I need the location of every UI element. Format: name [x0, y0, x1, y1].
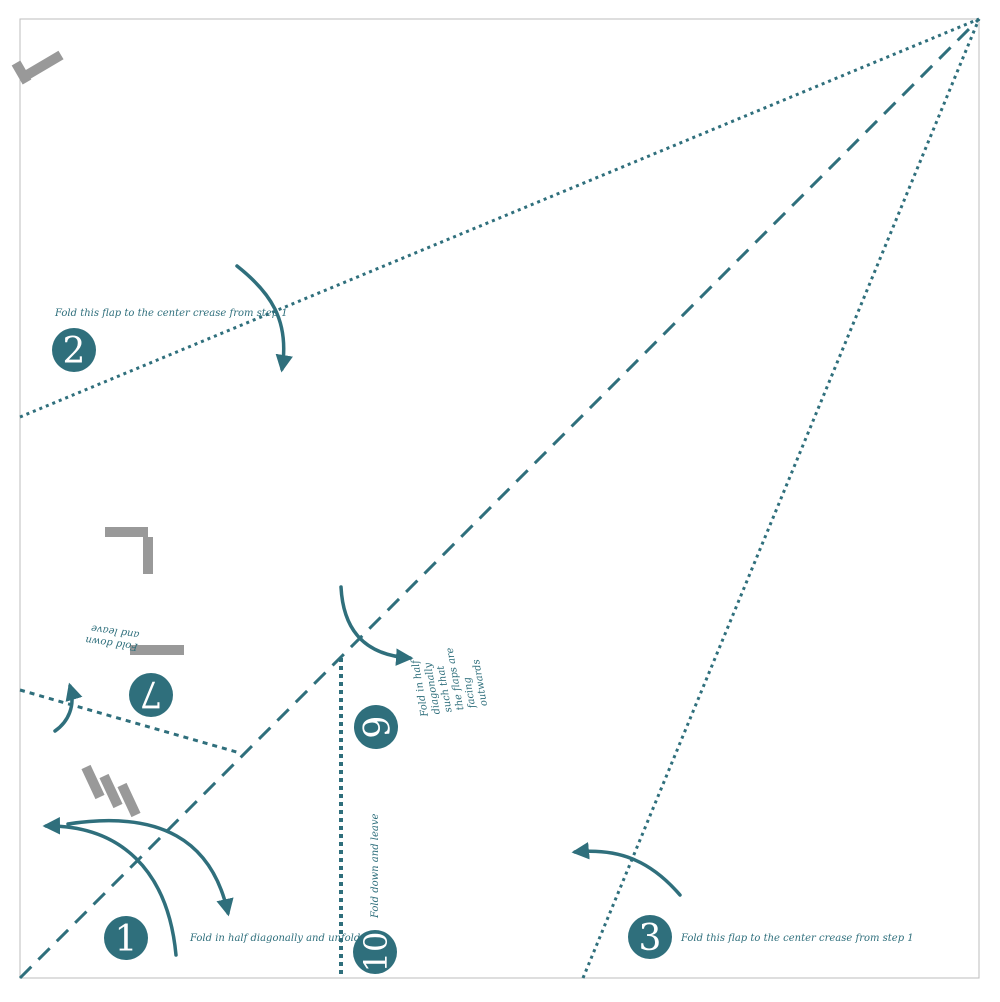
- step-instructions: Fold in half diagonally and unfold Fold …: [54, 308, 914, 944]
- step-3-instruction: Fold this flap to the center crease from…: [680, 933, 914, 944]
- step-3-number: 3: [639, 918, 662, 959]
- fold-line-step3: [581, 18, 981, 979]
- step-10-number: 10: [357, 932, 395, 973]
- arrow-step3: [571, 841, 682, 897]
- arrow-step7: [53, 682, 83, 733]
- step-2-number: 2: [63, 331, 86, 372]
- step-1-number: 1: [115, 919, 138, 960]
- step-9-badge: 9: [354, 705, 399, 749]
- corner-mark-middle: [105, 527, 153, 574]
- step-7-instruction: Fold down and leave: [82, 621, 141, 652]
- step-9-number: 9: [356, 714, 399, 740]
- corner-mark-top-left: [11, 50, 64, 85]
- arrow-step2: [235, 264, 293, 373]
- step-10-badge: 10: [353, 930, 397, 974]
- step-2-instruction: Fold this flap to the center crease from…: [54, 308, 288, 319]
- fold-arrows: [42, 264, 682, 957]
- arrow-step9: [339, 585, 414, 666]
- step-2-badge: 2: [52, 328, 96, 372]
- paper-square: [19, 18, 980, 979]
- step-7-number: 7: [140, 673, 163, 714]
- step-badges: 1 2 3 7 9 10: [52, 328, 672, 974]
- arrow-step1-right: [66, 819, 234, 917]
- step-7-badge: 7: [129, 673, 173, 717]
- step-1-badge: 1: [104, 916, 148, 960]
- fold-lines: [18, 17, 981, 980]
- triple-mark: [81, 764, 141, 818]
- fold-line-step7: [19, 688, 241, 755]
- fold-line-step2: [19, 17, 980, 419]
- step-1-instruction: Fold in half diagonally and unfold: [189, 933, 360, 944]
- step-9-instruction: Fold in half diagonally such that the fl…: [409, 639, 491, 718]
- alignment-marks: [11, 50, 184, 818]
- step-3-badge: 3: [628, 915, 672, 959]
- arrow-step1-left: [42, 817, 178, 957]
- fold-line-step1-diagonal: [18, 17, 981, 980]
- step-10-instruction: Fold down and leave: [370, 813, 381, 919]
